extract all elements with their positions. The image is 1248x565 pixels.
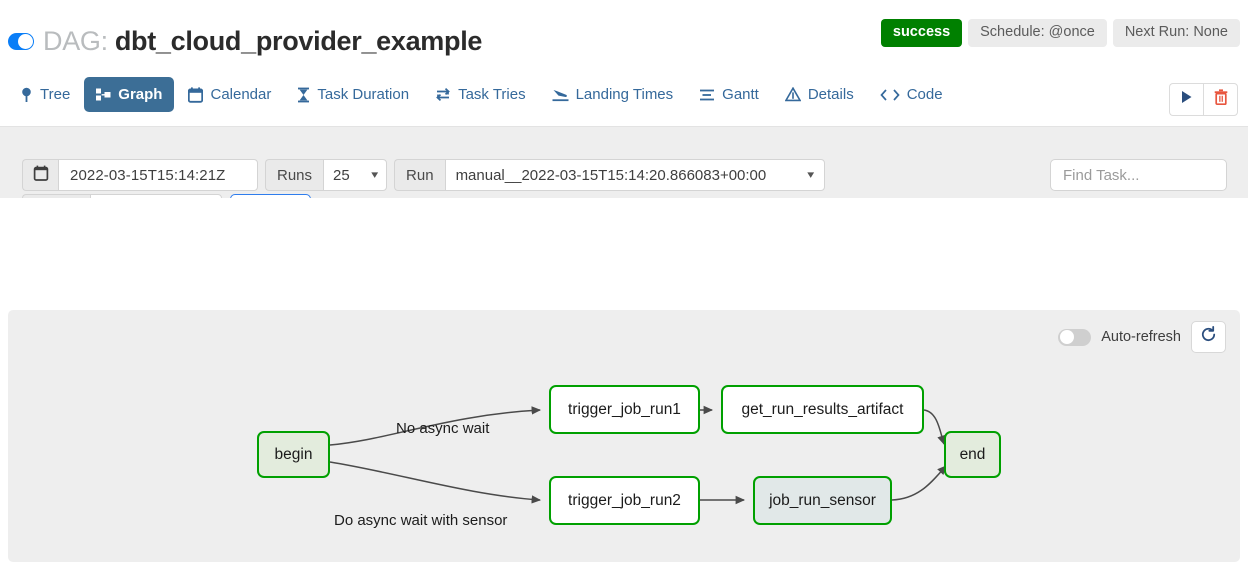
graph-icon — [96, 87, 111, 102]
graph-canvas: begin trigger_job_run1 get_run_results_art… — [8, 310, 1240, 562]
header-badges: success Schedule: @once Next Run: None — [880, 19, 1240, 47]
graph-node-trigger_job_run2[interactable]: trigger_job_run2 — [549, 476, 700, 525]
tab-label: Task Tries — [458, 86, 526, 103]
tab-label: Code — [906, 86, 943, 103]
tab-label: Gantt — [722, 86, 759, 103]
tree-icon — [20, 87, 33, 103]
refresh-icon — [1200, 326, 1217, 348]
graph-node-trigger_job_run1[interactable]: trigger_job_run1 — [549, 385, 700, 434]
delete-dag-button[interactable] — [1203, 83, 1238, 116]
gantt-icon — [699, 88, 715, 102]
tab-code[interactable]: Code — [868, 77, 955, 112]
play-icon — [1180, 90, 1193, 109]
graph-edge-label: No async wait — [396, 420, 490, 437]
graph-node-end[interactable]: end — [944, 431, 1001, 478]
auto-refresh-label: Auto-refresh — [1101, 329, 1181, 345]
runs-label: Runs — [265, 159, 324, 191]
trash-icon — [1214, 89, 1228, 110]
calendar-icon — [33, 165, 49, 186]
tab-label: Details — [807, 86, 854, 103]
tab-details[interactable]: Details — [773, 77, 866, 112]
schedule-badge: Schedule: @once — [968, 19, 1107, 47]
tab-tree[interactable]: Tree — [8, 77, 82, 112]
graph-edge — [329, 461, 542, 504]
nav-tabs: Tree Graph Calendar Task Duration Task T — [8, 77, 955, 112]
tab-task-duration[interactable]: Task Duration — [285, 77, 421, 112]
runs-select-value: 25 — [333, 166, 350, 184]
triangle-icon — [784, 87, 801, 102]
chevron-down-icon: ▾ — [807, 168, 815, 181]
status-badge: success — [880, 19, 963, 47]
legend-area: DbtCloudGetJobRunArtifactOperatorDbtClou… — [0, 198, 1248, 501]
code-icon — [880, 88, 900, 102]
dag-label: DAG: — [43, 26, 108, 56]
tab-label: Graph — [118, 86, 163, 103]
next-run-badge: Next Run: None — [1112, 19, 1240, 47]
trigger-dag-button[interactable] — [1169, 83, 1203, 116]
tab-landing-times[interactable]: Landing Times — [540, 77, 686, 112]
dag-title: DAG: dbt_cloud_provider_example — [8, 26, 482, 57]
tab-label: Task Duration — [317, 86, 410, 103]
find-task-input[interactable]: Find Task... — [1050, 159, 1227, 191]
auto-refresh-toggle[interactable] — [1058, 328, 1092, 346]
graph-edge-label: Do async wait with sensor — [334, 512, 508, 529]
graph-panel: Auto-refresh begin trigger_job_run1 get_ru… — [8, 310, 1240, 562]
landing-icon — [552, 87, 569, 102]
tab-label: Tree — [40, 86, 71, 103]
dag-nav: Tree Graph Calendar Task Duration Task T — [0, 72, 1248, 127]
calendar-icon — [188, 86, 204, 103]
execution-date-input[interactable]: 2022-03-15T15:14:21Z — [58, 159, 258, 191]
refresh-button[interactable] — [1191, 321, 1226, 353]
run-select-value: manual__2022-03-15T15:14:20.866083+00:00 — [455, 166, 767, 184]
graph-toolbar: Auto-refresh — [1058, 321, 1226, 353]
tab-task-tries[interactable]: Task Tries — [423, 77, 538, 112]
retry-icon — [435, 87, 451, 102]
graph-node-get_run_results_artifact[interactable]: get_run_results_artifact — [721, 385, 924, 434]
graph-node-job_run_sensor[interactable]: job_run_sensor — [753, 476, 892, 525]
hourglass-icon — [297, 87, 310, 103]
run-select[interactable]: manual__2022-03-15T15:14:20.866083+00:00… — [444, 159, 825, 191]
dag-paused-toggle[interactable] — [8, 33, 34, 50]
dag-header: DAG: dbt_cloud_provider_example success … — [0, 0, 1248, 72]
runs-select[interactable]: 25 ▾ — [323, 159, 388, 191]
chevron-down-icon: ▾ — [370, 168, 378, 181]
tab-gantt[interactable]: Gantt — [687, 77, 771, 112]
nav-actions — [1169, 83, 1238, 116]
date-picker-button[interactable] — [22, 159, 58, 191]
graph-edge — [923, 409, 946, 445]
graph-node-begin[interactable]: begin — [257, 431, 330, 478]
tab-calendar[interactable]: Calendar — [176, 77, 283, 112]
graph-edge — [891, 465, 947, 501]
tab-label: Landing Times — [575, 86, 674, 103]
tab-label: Calendar — [210, 86, 272, 103]
filter-row-primary: 2022-03-15T15:14:21Z Runs 25 ▾ Run manua… — [22, 159, 825, 191]
run-label: Run — [394, 159, 445, 191]
tab-graph[interactable]: Graph — [84, 77, 175, 112]
dag-name: dbt_cloud_provider_example — [114, 26, 483, 56]
